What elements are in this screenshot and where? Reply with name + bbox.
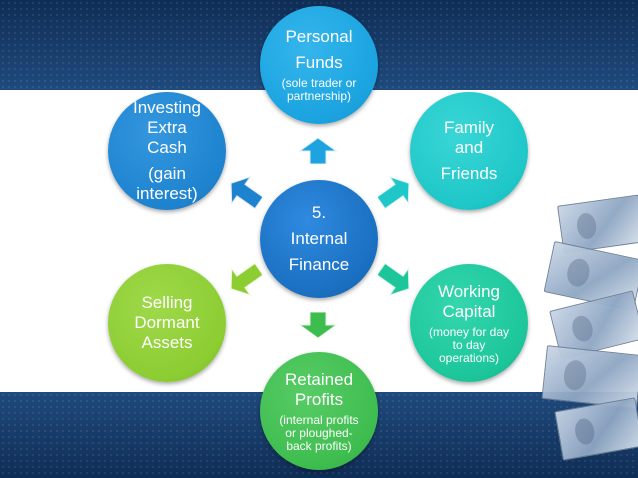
selling-line1: Selling: [141, 293, 193, 312]
arrow-up-left-icon: [230, 176, 262, 210]
node-working-capital: Working Capital (money for day to day op…: [410, 264, 528, 382]
node-investing-extra-cash: Investing Extra Cash (gain interest): [108, 92, 226, 210]
retained-sub: (internal profits or ploughed-back profi…: [279, 412, 359, 453]
retained-line2: Profits: [294, 389, 344, 409]
banknotes-image: [540, 180, 638, 478]
arrow-down-icon: [298, 312, 338, 338]
center-line3: Finance: [288, 255, 350, 274]
retained-line1: Retained: [284, 369, 354, 389]
arrow-down-right-icon: [378, 262, 410, 296]
personal-line1: Personal: [285, 27, 353, 46]
personal-line2: Funds: [295, 53, 343, 72]
working-line2: Capital: [442, 301, 496, 321]
selling-line3: Assets: [141, 333, 193, 352]
center-line2: Internal: [290, 229, 348, 248]
investing-line4: (gain: [148, 164, 186, 183]
investing-line2: Extra: [147, 118, 187, 137]
investing-line5: interest): [136, 184, 198, 203]
center-node: 5. Internal Finance: [260, 180, 378, 298]
node-retained-profits: Retained Profits (internal profits or pl…: [260, 352, 378, 470]
working-sub: (money for day to day operations): [428, 324, 510, 365]
family-line1: Family: [443, 118, 495, 137]
personal-sub: (sole trader or partnership): [281, 76, 357, 103]
family-line2: and: [454, 138, 484, 157]
center-line1: 5.: [311, 203, 327, 222]
investing-line3: Cash: [147, 138, 187, 157]
node-selling-dormant-assets: Selling Dormant Assets: [108, 264, 226, 382]
node-family-friends: Family and Friends: [410, 92, 528, 210]
arrow-up-icon: [298, 138, 338, 164]
arrow-up-right-icon: [378, 176, 410, 210]
family-line3: Friends: [440, 164, 498, 183]
investing-line1: Investing: [132, 98, 202, 117]
arrow-down-left-icon: [230, 262, 262, 296]
working-line1: Working: [437, 281, 501, 301]
selling-line2: Dormant: [134, 313, 200, 332]
node-personal-funds: Personal Funds (sole trader or partnersh…: [260, 6, 378, 124]
